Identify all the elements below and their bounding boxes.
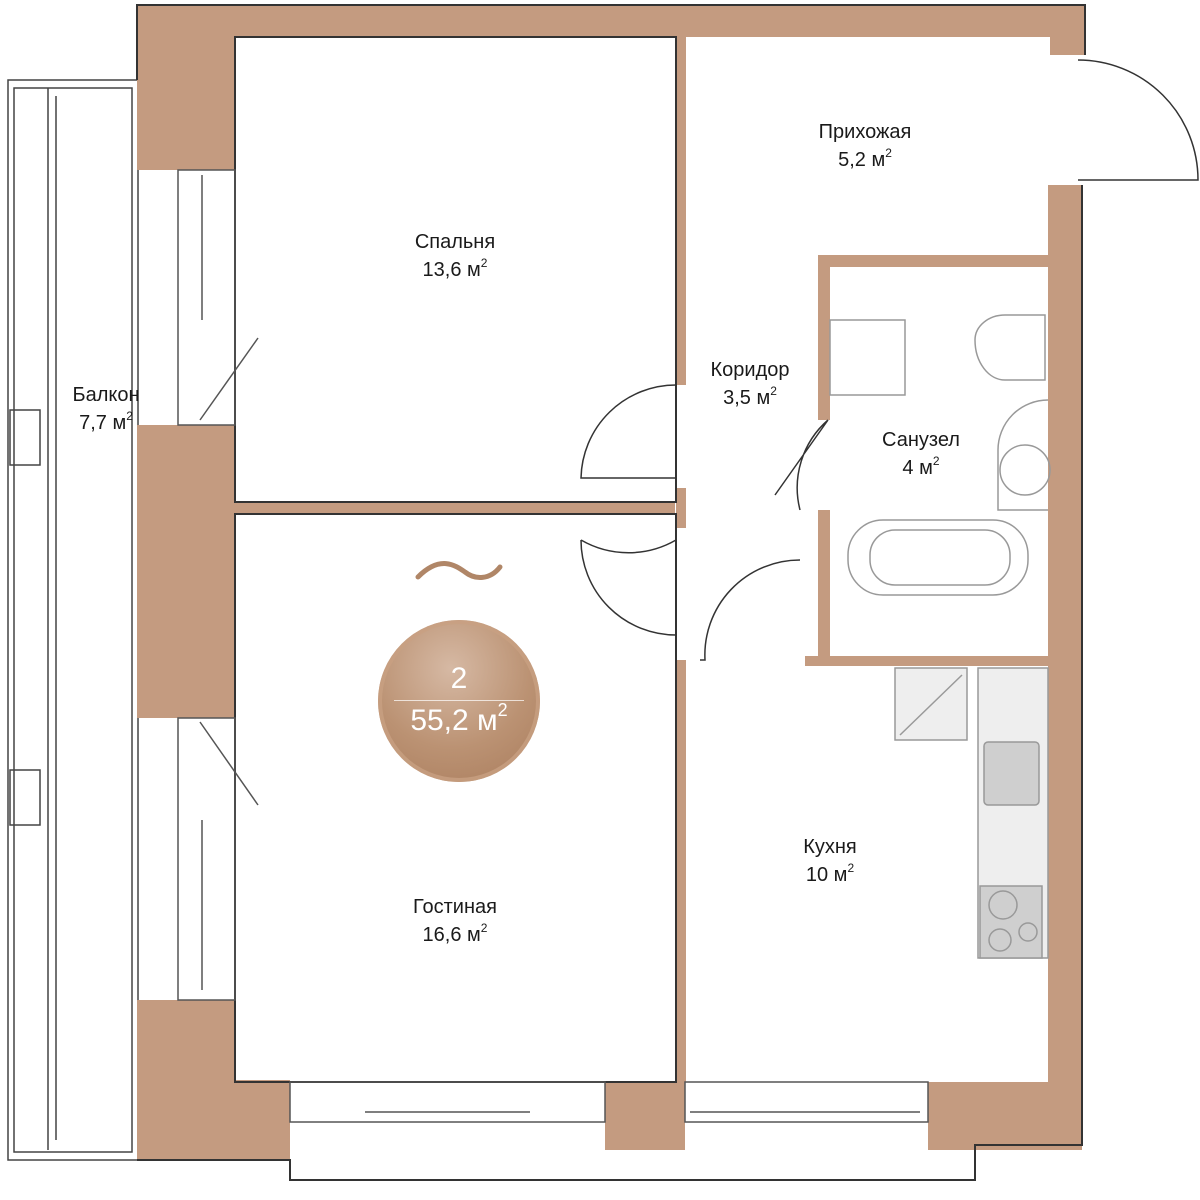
walls — [137, 5, 1085, 1160]
room-label-kitchen: Кухня 10 м2 — [803, 833, 857, 889]
room-name: Коридор — [710, 359, 790, 381]
balcony — [7, 79, 139, 1161]
room-name: Балкон — [72, 384, 140, 406]
room-area: 4 м2 — [902, 454, 940, 479]
kitchen-fixtures — [894, 667, 1049, 959]
room-count: 2 — [450, 662, 468, 695]
room-name: Гостиная — [413, 896, 497, 918]
room-area: 13,6 м2 — [422, 256, 488, 281]
room-name: Кухня — [803, 836, 857, 858]
room-area: 5,2 м2 — [838, 146, 892, 171]
doors — [580, 59, 1199, 661]
room-name: Санузел — [882, 429, 960, 451]
badge-divider — [394, 700, 524, 701]
room-label-bathroom: Санузел 4 м2 — [882, 426, 960, 482]
apartment-badge: 2 55,2 м2 — [378, 620, 540, 782]
room-label-hallway: Прихожая 5,2 м2 — [819, 118, 912, 174]
room-label-bedroom: Спальня 13,6 м2 — [415, 228, 495, 284]
room-label-living-room: Гостиная 16,6 м2 — [413, 893, 497, 949]
room-area: 10 м2 — [805, 861, 855, 886]
room-area: 7,7 м2 — [79, 409, 133, 434]
bathroom-fixtures — [829, 314, 1051, 596]
total-area: 55,2 м2 — [410, 700, 508, 737]
room-area: 3,5 м2 — [723, 384, 777, 409]
windows — [177, 169, 929, 1123]
room-name: Прихожая — [818, 121, 912, 143]
room-label-balcony: Балкон 7,7 м2 — [72, 381, 139, 437]
room-name: Спальня — [414, 231, 496, 253]
room-area: 16,6 м2 — [422, 921, 488, 946]
room-label-corridor: Коридор 3,5 м2 — [711, 356, 790, 412]
